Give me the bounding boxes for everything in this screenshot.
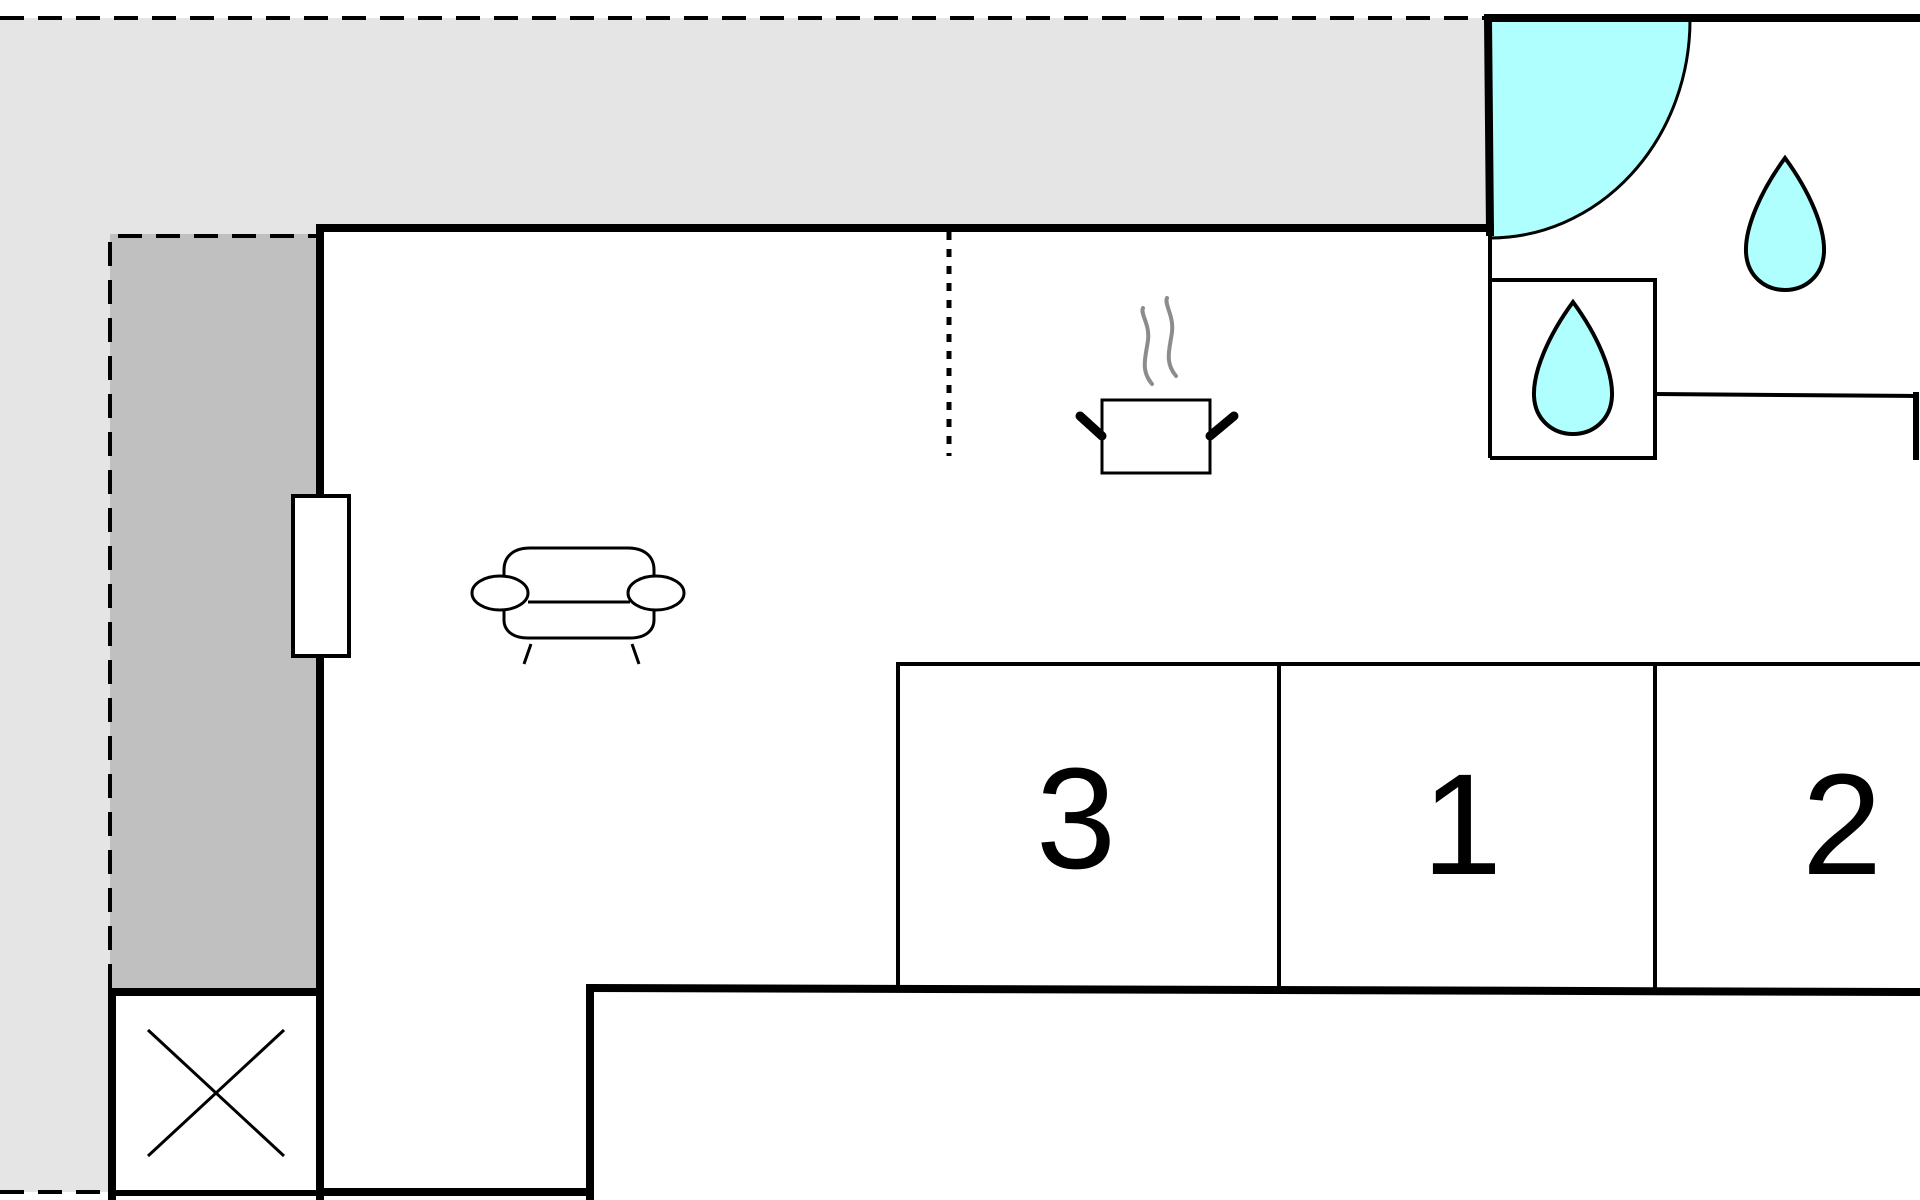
- cross-box-icon: [116, 996, 316, 1190]
- water-drop-icon: [1743, 154, 1827, 293]
- bedroom-label: 1: [1422, 744, 1502, 905]
- interior-floor: [320, 18, 1920, 1200]
- bathroom-walls: [1488, 232, 1917, 460]
- balcony-dashed-border: [108, 234, 318, 988]
- water-drop-icon: [1531, 298, 1615, 437]
- shower-arc: [1489, 19, 1692, 240]
- balcony-area: [110, 234, 320, 988]
- exterior-walls: [108, 13, 1920, 1200]
- cooking-pot-icon: [1075, 296, 1239, 475]
- shower-area: [1490, 20, 1690, 238]
- bedroom-label: 2: [1802, 744, 1882, 905]
- bedroom-label: 3: [1036, 738, 1116, 899]
- terrace-area: [0, 18, 1488, 1192]
- sofa-icon: [470, 546, 686, 665]
- window-icon: [291, 494, 351, 658]
- bedroom-walls: [896, 662, 1920, 990]
